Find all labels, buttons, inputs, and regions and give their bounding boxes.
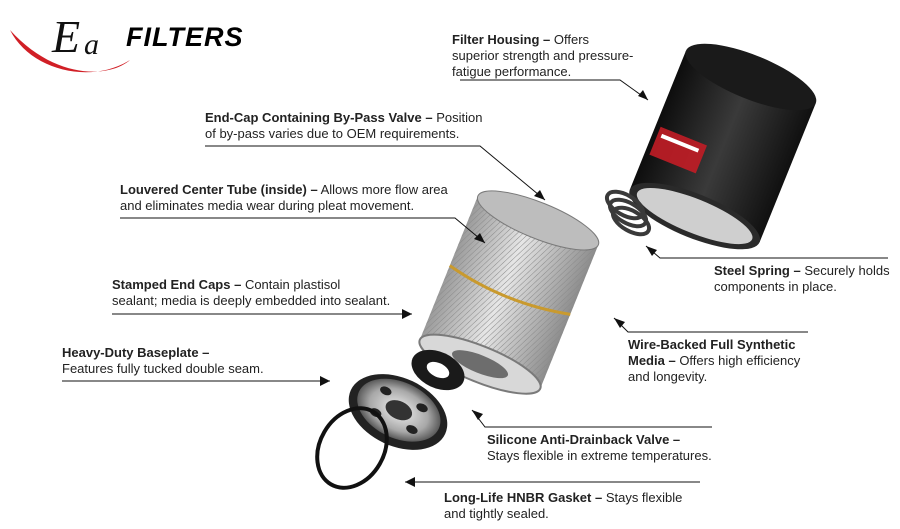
callout-baseplate: Heavy-Duty Baseplate – Features fully tu… [62, 345, 264, 376]
drainback-valve-part [411, 349, 465, 391]
media-accent-band [448, 264, 571, 316]
callout-stamped-end-caps: Stamped End Caps – Contain plastisol sea… [112, 277, 391, 308]
leader-center-tube [120, 217, 486, 244]
callout-gasket: Long-Life HNBR Gasket – Stays flexible a… [444, 490, 683, 521]
filter-housing-part [629, 43, 817, 250]
callout-end-cap-bypass: End-Cap Containing By-Pass Valve – Posit… [205, 110, 483, 141]
filter-media-part [418, 190, 600, 395]
media-top-cap [476, 190, 600, 251]
steel-spring-part [604, 189, 652, 237]
callout-synthetic-media: Wire-Backed Full Synthetic Media – Offer… [628, 337, 801, 384]
media-center-tube [452, 350, 509, 379]
leader-steel-spring [645, 245, 888, 259]
callout-filter-housing: Filter Housing – Offers superior strengt… [452, 32, 634, 79]
callout-louvered-center-tube: Louvered Center Tube (inside) – Allows m… [120, 182, 448, 213]
logo-letter-e: E [52, 11, 81, 62]
logo-letter-a: a [84, 28, 99, 61]
housing-inner [636, 187, 753, 245]
callout-drainback-valve: Silicone Anti-Drainback Valve – Stays fl… [487, 432, 712, 463]
leader-drainback [471, 409, 712, 428]
leader-end-cap [205, 145, 546, 201]
gasket-part [315, 406, 389, 490]
housing-label-stripe [660, 133, 700, 153]
logo-wordmark: FILTERS [126, 22, 244, 52]
leader-synthetic-media [613, 317, 808, 333]
baseplate-part [348, 374, 448, 450]
leader-filter-housing [460, 79, 649, 101]
callout-steel-spring: Steel Spring – Securely holds components… [714, 263, 890, 294]
housing-top [685, 43, 817, 111]
leader-arrowheads [320, 90, 657, 487]
